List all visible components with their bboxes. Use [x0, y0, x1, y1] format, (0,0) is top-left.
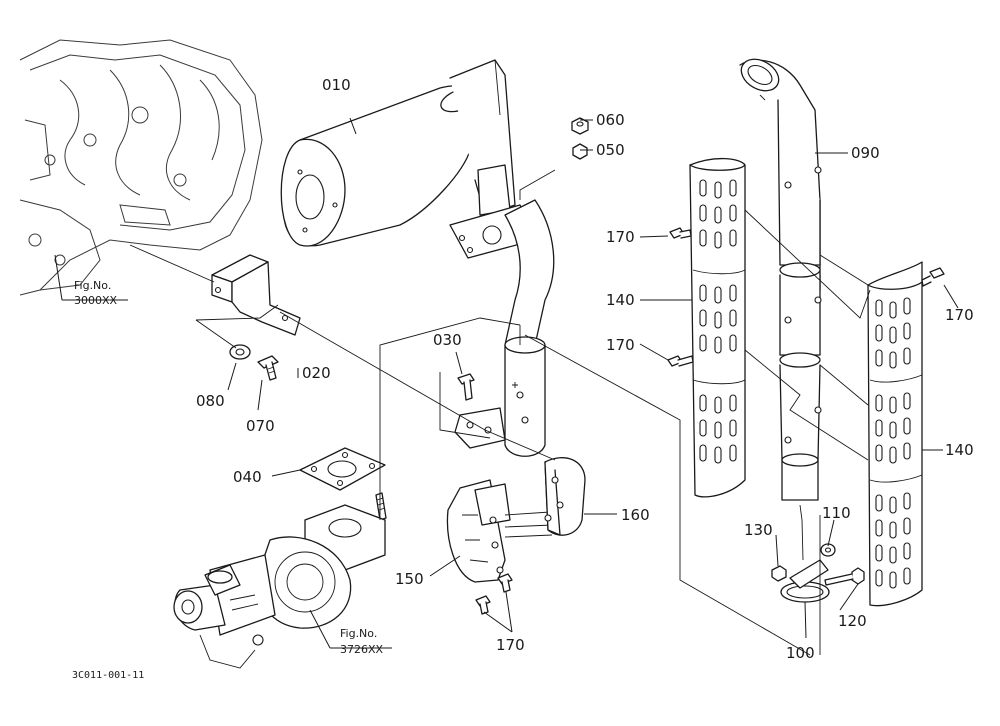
muffler-010 [280, 59, 536, 259]
callout-070: 070 [246, 417, 275, 435]
turbocharger [173, 504, 386, 669]
callout-080: 080 [196, 392, 225, 410]
turbo-fig-reference: Fig.No. 3726XX [309, 609, 392, 656]
assembly-lines [129, 117, 959, 656]
pipe-mount-bracket [454, 407, 506, 449]
callout-160: 160 [621, 506, 650, 524]
bracket-020 [211, 254, 301, 336]
screw-170-bottom-a [475, 595, 491, 615]
callout-150: 150 [395, 570, 424, 588]
turbo-fig-number: 3726XX [340, 643, 384, 656]
heat-shield-150 [446, 479, 553, 583]
perforated-guard-140-left [689, 157, 746, 498]
callout-100: 100 [786, 644, 815, 662]
screw-170-guard-right [921, 267, 945, 287]
engine-block [19, 39, 263, 296]
callout-090: 090 [851, 144, 880, 162]
callout-labels: 010 020 030 040 050 060 070 080 090 100 … [196, 76, 974, 662]
exhaust-elbow-pipe [504, 199, 555, 457]
callout-170-guard-left-mid: 170 [606, 336, 635, 354]
callout-170-guard-left-top: 170 [606, 228, 635, 246]
engine-fig-reference: Fig.No. 3000XX [54, 254, 128, 307]
guard-right-slots [875, 297, 911, 589]
callout-120: 120 [838, 612, 867, 630]
callout-170-guard-right: 170 [945, 306, 974, 324]
callout-140-left: 140 [606, 291, 635, 309]
callout-030: 030 [433, 331, 462, 349]
nut-050 [572, 143, 588, 160]
callout-040: 040 [233, 468, 262, 486]
gasket-040 [299, 447, 386, 491]
perforated-guard-140-right [867, 261, 923, 607]
engine-fig-label: Fig.No. [74, 279, 111, 292]
callout-020: 020 [302, 364, 331, 382]
callout-050: 050 [596, 141, 625, 159]
tailpipe-090 [739, 58, 822, 561]
callout-140-right: 140 [945, 441, 974, 459]
callout-110: 110 [822, 504, 851, 522]
nut-060 [571, 117, 589, 135]
screw-170-guard-left-top [669, 227, 692, 239]
stud-bolt [375, 492, 387, 521]
screw-170-guard-left-mid [667, 355, 694, 367]
turbo-fig-label: Fig.No. [340, 627, 377, 640]
bolt-070 [257, 355, 279, 381]
drawing-code: 3C011-001-11 [72, 670, 144, 681]
bolt-120 [824, 567, 865, 586]
callout-170-bottom: 170 [496, 636, 525, 654]
callout-060: 060 [596, 111, 625, 129]
clamp-100 [780, 559, 830, 603]
heat-shield-160 [544, 457, 586, 536]
guard-left-slots [699, 179, 737, 464]
screw-170-bottom-b [497, 573, 513, 593]
bolt-030 [457, 373, 475, 401]
callout-130: 130 [744, 521, 773, 539]
nut-130 [771, 565, 787, 582]
washer-080 [229, 344, 251, 360]
callout-010: 010 [322, 76, 351, 94]
